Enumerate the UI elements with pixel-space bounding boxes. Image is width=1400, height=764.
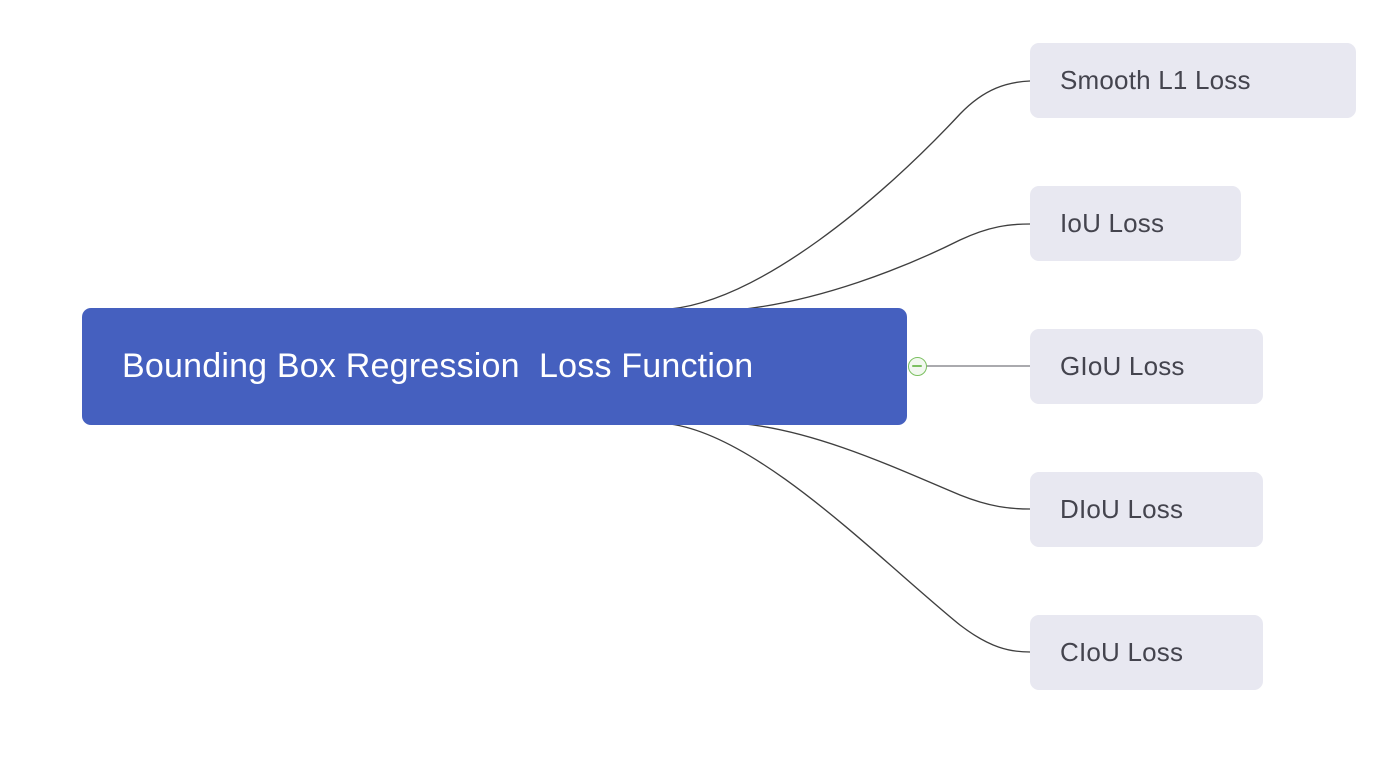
child-node-giou-loss[interactable]: GIoU Loss xyxy=(1030,329,1263,404)
child-node-diou-loss[interactable]: DIoU Loss xyxy=(1030,472,1263,547)
connector-diou-loss xyxy=(744,423,1031,510)
child-node-label: Smooth L1 Loss xyxy=(1060,64,1251,95)
connector-iou-loss xyxy=(744,223,1031,310)
child-node-label: CIoU Loss xyxy=(1060,636,1184,667)
root-node[interactable]: Bounding Box Regression Loss Function xyxy=(82,308,907,425)
child-node-smooth-l1-loss[interactable]: Smooth L1 Loss xyxy=(1030,43,1356,118)
child-node-label: GIoU Loss xyxy=(1060,350,1185,381)
root-node-label: Bounding Box Regression Loss Function xyxy=(122,346,754,385)
child-node-label: IoU Loss xyxy=(1060,207,1165,238)
child-node-ciou-loss[interactable]: CIoU Loss xyxy=(1030,615,1263,690)
connector-smooth-l1-loss xyxy=(669,80,1031,310)
connector-ciou-loss xyxy=(669,423,1031,653)
collapse-minus-icon[interactable] xyxy=(908,357,927,376)
child-node-iou-loss[interactable]: IoU Loss xyxy=(1030,186,1241,261)
child-node-label: DIoU Loss xyxy=(1060,493,1184,524)
